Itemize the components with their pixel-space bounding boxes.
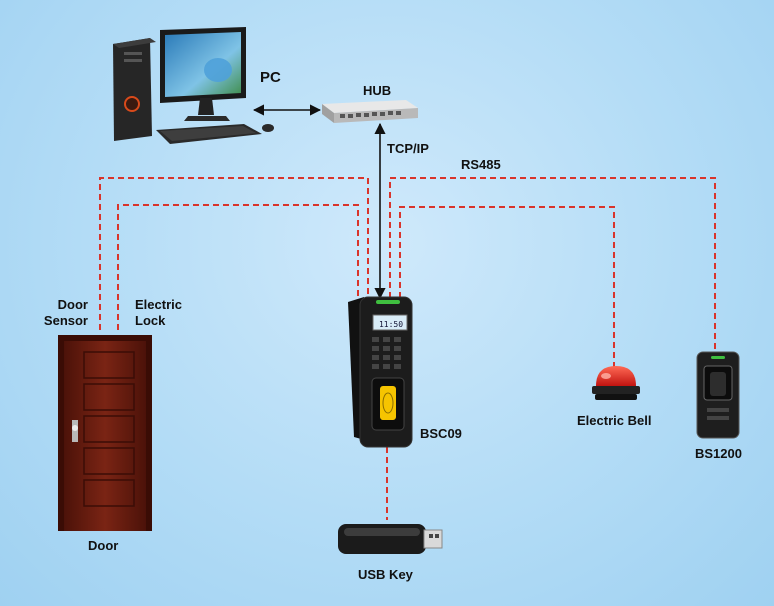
label-electric-bell: Electric Bell: [577, 413, 652, 428]
label-rs485: RS485: [461, 157, 501, 172]
wire-bs1200: [389, 177, 716, 350]
bs1200-reader-icon: [696, 351, 740, 439]
label-hub: HUB: [363, 83, 392, 98]
device-screen-time: 11:50: [378, 320, 404, 329]
label-usb-key: USB Key: [358, 567, 413, 582]
door-icon: [58, 335, 152, 531]
usb-key-icon: [338, 524, 443, 554]
label-electric-lock: Electric Lock: [135, 297, 182, 328]
electric-bell-icon: [592, 366, 640, 400]
label-bs1200: BS1200: [695, 446, 742, 461]
bsc09-terminal-icon: [348, 296, 413, 448]
label-bsc09: BSC09: [420, 426, 462, 441]
label-door: Door: [88, 538, 119, 553]
label-pc: PC: [260, 69, 281, 86]
wire-electric-bell: [399, 206, 615, 368]
wire-door-sensor: [99, 177, 369, 330]
dashed-wires: [99, 177, 716, 520]
hub-icon: [322, 100, 418, 123]
label-door-sensor: Door Sensor: [43, 297, 88, 328]
wire-electric-lock: [117, 204, 359, 330]
pc-icon: [113, 27, 274, 144]
label-tcp-ip: TCP/IP: [387, 141, 429, 156]
